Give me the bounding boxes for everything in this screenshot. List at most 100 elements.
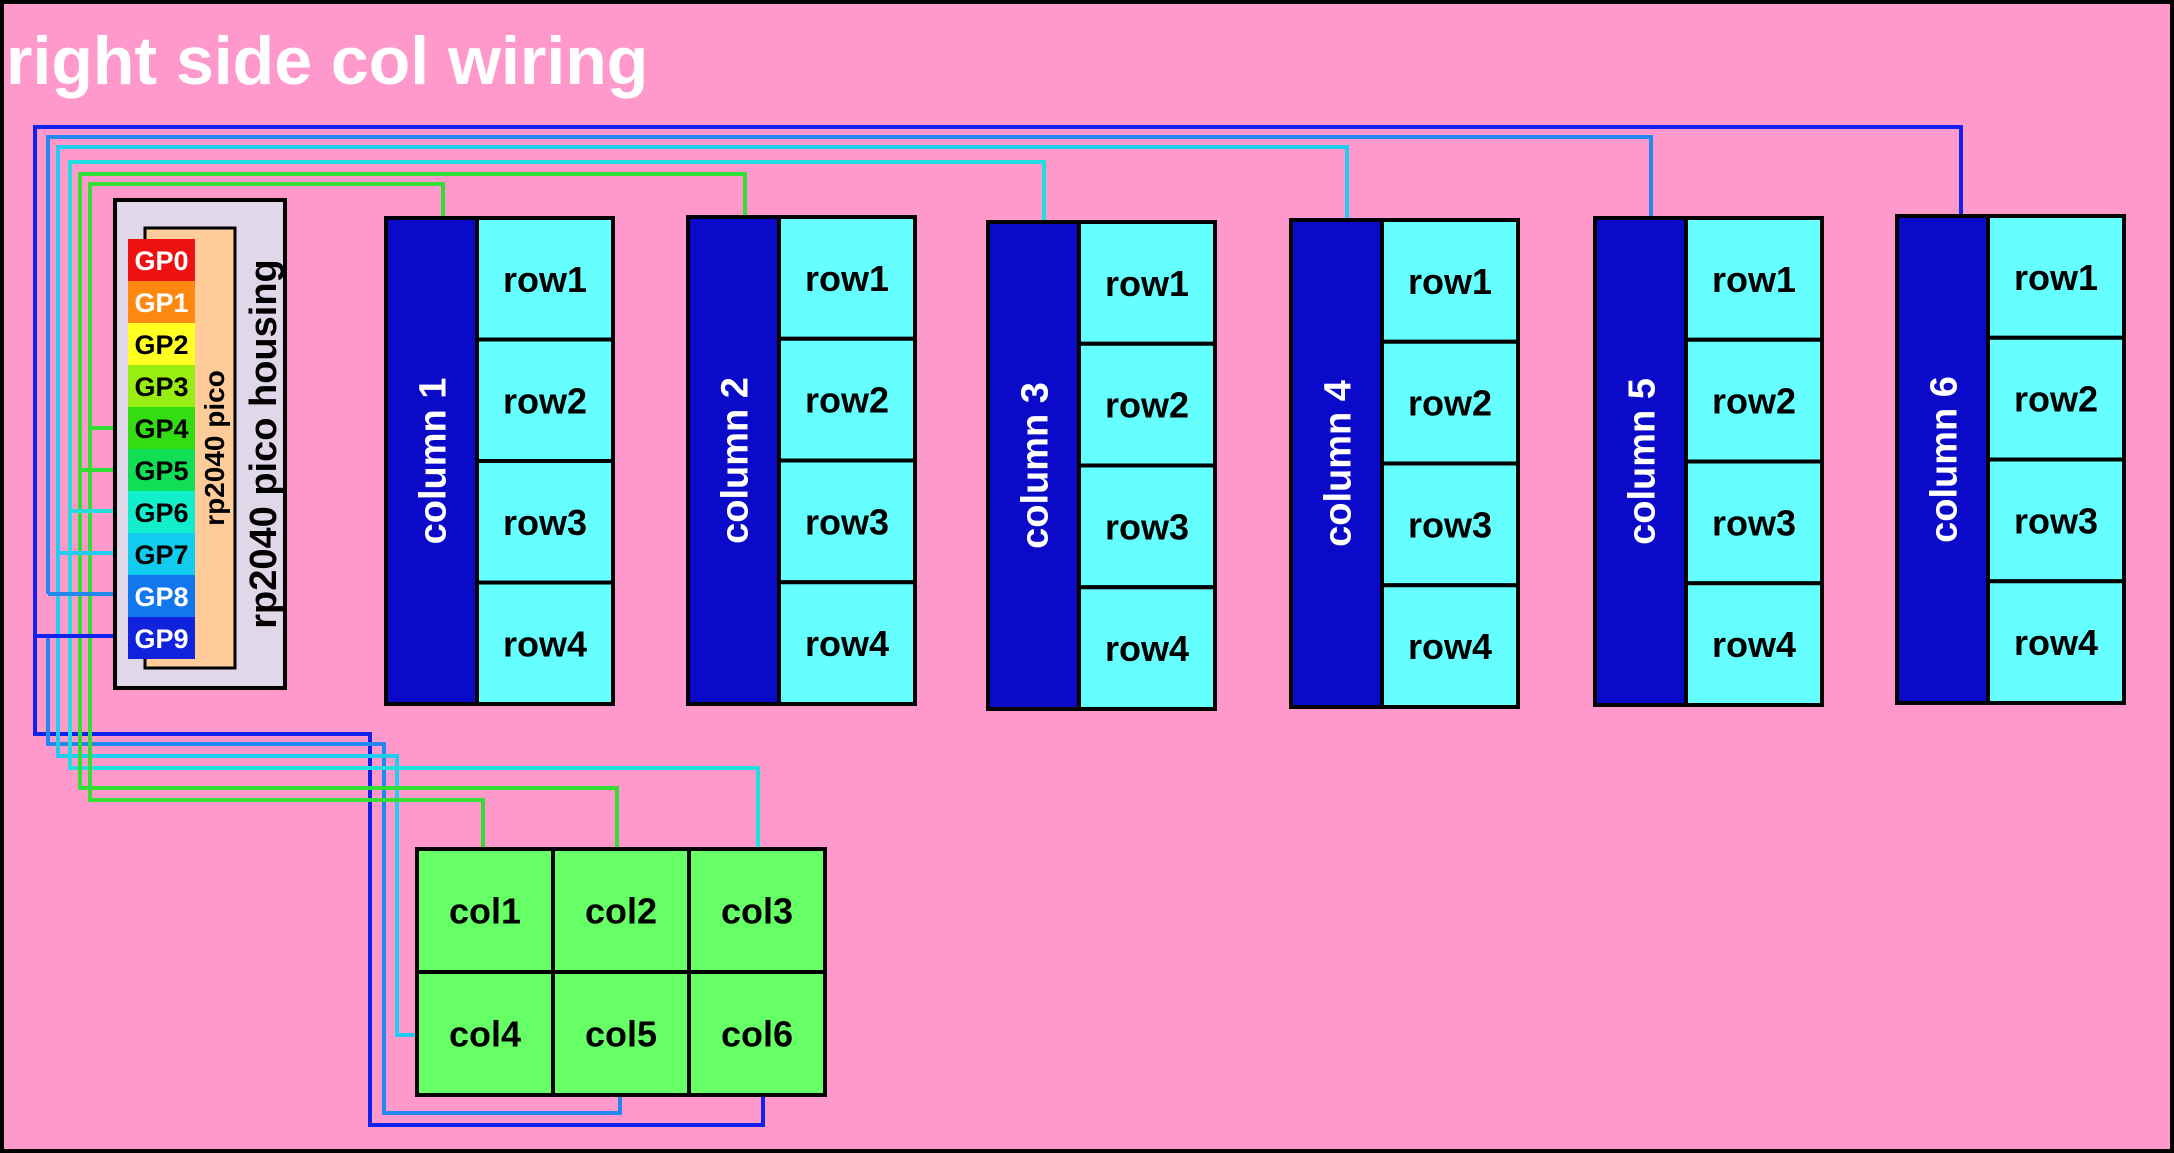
pin-label: GP7	[134, 540, 188, 570]
row-cell	[1986, 579, 2126, 705]
row-label: row1	[2014, 257, 2098, 298]
row-label: row2	[1408, 383, 1492, 424]
row-cell	[1684, 216, 1824, 342]
row-label: row1	[1105, 263, 1189, 304]
row-cell	[475, 459, 615, 585]
row-label: row3	[1712, 502, 1796, 543]
row-cell	[1077, 585, 1217, 711]
connector-cell	[687, 970, 827, 1097]
pico-housing-label: rp2040 pico housing	[243, 259, 285, 629]
wire	[78, 172, 747, 470]
pin-gp9	[128, 617, 195, 659]
diagram-title: right side col wiring	[6, 23, 648, 99]
row-cell	[777, 580, 917, 706]
wire	[78, 470, 619, 849]
row-label: row4	[1712, 624, 1796, 665]
column-label: column 2	[715, 377, 757, 544]
row-cell	[1684, 581, 1824, 707]
row-cell	[1986, 457, 2126, 584]
row-label: row3	[1408, 504, 1492, 545]
wire	[68, 160, 1046, 511]
wire	[33, 636, 765, 1127]
pin-label: GP8	[134, 582, 188, 612]
row-label: row1	[805, 258, 889, 299]
row-cell	[475, 580, 615, 706]
connector-label: col1	[449, 891, 521, 932]
pin-gp3	[128, 365, 195, 407]
pin-gp5	[128, 449, 195, 491]
connector-label: col4	[449, 1014, 521, 1055]
pin-label: GP1	[134, 288, 188, 318]
wires-layer	[33, 125, 1963, 1127]
pin-gp6	[128, 491, 195, 533]
row-cell	[1684, 459, 1824, 586]
row-cell	[475, 337, 615, 463]
pin-label: GP4	[134, 414, 188, 444]
wire	[33, 125, 1963, 636]
row-label: row4	[1105, 628, 1189, 669]
column-label: column 6	[1924, 376, 1966, 543]
row-label: row3	[1105, 506, 1189, 547]
wire	[56, 145, 1349, 553]
pin-label: GP0	[134, 246, 188, 276]
pin-label: GP6	[134, 498, 188, 528]
row-cell	[1684, 337, 1824, 464]
row-label: row4	[2014, 622, 2098, 663]
connector-cell	[415, 847, 555, 974]
row-cell	[777, 458, 917, 585]
row-label: row2	[1712, 381, 1796, 422]
column-strip	[1593, 216, 1688, 707]
row-cell	[1077, 463, 1217, 590]
connector-label: col2	[585, 891, 657, 932]
col-connector: col1 col2 col3 col4 col5 col6	[415, 847, 827, 1097]
wire	[46, 636, 622, 1115]
row-cell	[1380, 218, 1520, 344]
column-label: column 5	[1622, 378, 1664, 545]
connector-label: col6	[721, 1014, 793, 1055]
row-cell	[1986, 335, 2126, 462]
pin-gp8	[128, 575, 195, 617]
connector-label: col3	[721, 891, 793, 932]
pin-label: GP3	[134, 372, 188, 402]
pin-gp4	[128, 407, 195, 449]
connector-label: col5	[585, 1014, 657, 1055]
pico-board-label: rp2040 pico	[199, 370, 230, 526]
row-label: row4	[503, 623, 587, 664]
row-cell	[777, 336, 917, 463]
row-label: row2	[503, 380, 587, 421]
row-label: row2	[2014, 379, 2098, 420]
column-label: column 1	[413, 378, 455, 545]
column-label: column 4	[1318, 380, 1360, 547]
row-label: row3	[805, 501, 889, 542]
wire	[88, 428, 485, 849]
column-strip	[686, 215, 781, 706]
pin-label: GP5	[134, 456, 188, 486]
column-label: column 3	[1015, 382, 1057, 549]
row-cell	[777, 215, 917, 341]
wire	[46, 135, 1653, 594]
pin-label: GP9	[134, 624, 188, 654]
row-label: row1	[503, 259, 587, 300]
key-columns: column 1 row1 row2 row3 row4 column 2 row1 row2…	[384, 214, 2126, 711]
row-label: row1	[1408, 261, 1492, 302]
row-label: row4	[1408, 626, 1492, 667]
row-label: row3	[503, 502, 587, 543]
pin-gp0	[128, 239, 195, 281]
row-label: row2	[805, 380, 889, 421]
wire	[88, 182, 445, 428]
pin-label: GP2	[134, 330, 188, 360]
column-strip	[1289, 218, 1384, 709]
column-strip	[384, 216, 479, 706]
row-label: row2	[1105, 385, 1189, 426]
connector-cell	[687, 847, 827, 974]
row-label: row4	[805, 623, 889, 664]
row-label: row1	[1712, 259, 1796, 300]
pin-gp2	[128, 323, 195, 365]
pin-gp7	[128, 533, 195, 575]
pin-gp1	[128, 281, 195, 323]
wire	[56, 553, 417, 1037]
